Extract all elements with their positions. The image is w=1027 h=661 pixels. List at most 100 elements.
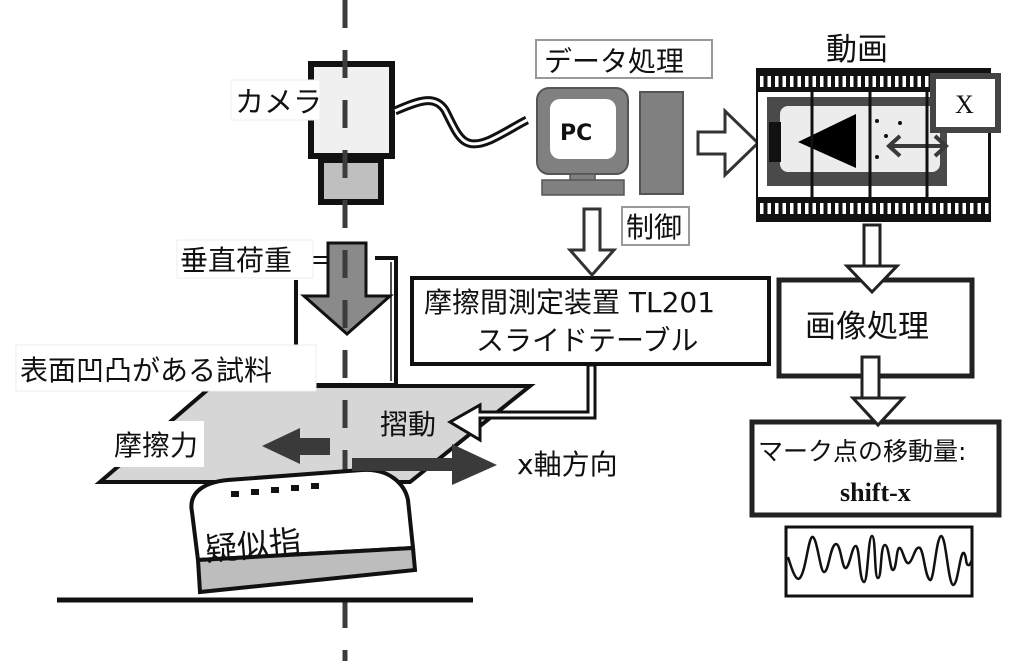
sliding-arrow — [447, 363, 597, 443]
film-perforation — [835, 203, 839, 214]
film-perforation — [850, 203, 854, 214]
film-perforation — [775, 203, 779, 214]
film-perforation — [782, 203, 786, 214]
film-perforation — [932, 203, 936, 214]
control-arrow — [566, 207, 618, 278]
pc-keyboard — [541, 179, 625, 196]
film-perforations-bottom — [760, 203, 989, 214]
tester-label-line2: スライドテーブル — [476, 324, 698, 357]
film-perforation — [797, 203, 801, 214]
film-perforation — [940, 203, 944, 214]
film-perforation — [955, 203, 959, 214]
pc-tower — [639, 91, 684, 195]
tester-label-line1: 摩擦間測定装置 TL201 — [424, 286, 715, 319]
film-perforation — [760, 203, 764, 214]
friction-force-label: 摩擦力 — [114, 429, 198, 462]
friction-force-arrow — [262, 428, 330, 464]
camera-label: カメラ — [235, 85, 322, 119]
video-frame-slide — [780, 106, 940, 172]
finger-ridge — [291, 485, 299, 491]
film-perforation — [842, 203, 846, 214]
pseudo-finger-pad — [195, 545, 418, 595]
sliding-label: 摺動 — [380, 408, 436, 441]
film-perforation — [782, 76, 786, 87]
shift-waveform — [786, 534, 974, 587]
film-perforation — [895, 203, 899, 214]
vertical-load-label-bg — [176, 239, 314, 279]
x-direction-arrow — [352, 444, 497, 485]
film-perforation — [835, 76, 839, 87]
film-perforation — [962, 203, 966, 214]
film-perforation — [820, 203, 824, 214]
film-perforation — [880, 203, 884, 214]
film-perforation — [842, 76, 846, 87]
film-perforation — [767, 203, 771, 214]
marker-x-box — [930, 73, 1001, 133]
finger-ridge — [311, 483, 319, 489]
marker-triangle — [798, 114, 856, 168]
film-perforation — [910, 203, 914, 214]
film-perforation — [827, 76, 831, 87]
finger-ridge — [231, 491, 239, 497]
film-perforation — [887, 203, 891, 214]
image-processing-label: 画像処理 — [805, 309, 929, 345]
marker-x-label: X — [955, 90, 974, 119]
pc-label: PC — [560, 121, 592, 146]
finger-ridge — [251, 489, 259, 495]
camera-label-bg — [230, 79, 321, 121]
film-perforation — [790, 203, 794, 214]
video-to-image-processing-arrow-tip — [843, 264, 901, 295]
mark-shift-label-line2: shift-x — [840, 478, 911, 507]
image-processing-to-shift-arrow-tip — [849, 396, 907, 428]
vertical-load-arrow — [300, 241, 394, 337]
film-perforation — [790, 76, 794, 87]
film-perforation — [947, 203, 951, 214]
film-perforation — [985, 203, 989, 214]
film-perforation — [902, 203, 906, 214]
film-perforation — [902, 76, 906, 87]
film-perforation — [865, 203, 869, 214]
film-perforation — [760, 76, 764, 87]
shift-double-arrow — [886, 134, 949, 158]
camera-body — [308, 61, 395, 159]
film-perforation — [872, 203, 876, 214]
film-perforation — [925, 76, 929, 87]
sample-label: 表面凹凸がある試料 — [20, 354, 272, 387]
video-frame-dark-strip — [769, 122, 781, 162]
film-perforation — [857, 76, 861, 87]
pseudo-finger-label: 疑似指 — [204, 523, 303, 569]
film-perforation — [805, 76, 809, 87]
camera-cable-inner — [394, 99, 528, 146]
film-perforation — [805, 203, 809, 214]
film-perforation — [970, 203, 974, 214]
camera-lens — [318, 157, 384, 205]
film-perforation — [887, 76, 891, 87]
finger-ridges — [231, 483, 319, 497]
film-perforation — [775, 76, 779, 87]
load-frame — [270, 256, 398, 387]
film-perforation — [767, 76, 771, 87]
film-perforation — [857, 203, 861, 214]
film-perforation — [925, 203, 929, 214]
film-perforation — [910, 76, 914, 87]
mark-shift-label-line1: マーク点の移動量: — [758, 437, 966, 466]
film-perforation — [797, 76, 801, 87]
film-perforation — [865, 76, 869, 87]
vertical-load-label: 垂直荷重 — [180, 244, 292, 277]
film-perforation — [827, 203, 831, 214]
film-perforation — [977, 203, 981, 214]
pc-screen — [550, 99, 616, 159]
film-perforation — [880, 76, 884, 87]
film-perforation — [895, 76, 899, 87]
control-label: 制御 — [626, 211, 682, 244]
x-axis-direction-label: x軸方向 — [517, 448, 618, 481]
film-perforation — [917, 203, 921, 214]
control-box — [621, 206, 690, 246]
film-perforation — [812, 76, 816, 87]
pc-to-video-arrow — [696, 107, 761, 179]
finger-ridge — [271, 487, 279, 493]
mark-shift-box — [749, 419, 1002, 518]
data-processing-label: データ処理 — [544, 45, 684, 78]
video-film-strip — [756, 68, 991, 222]
